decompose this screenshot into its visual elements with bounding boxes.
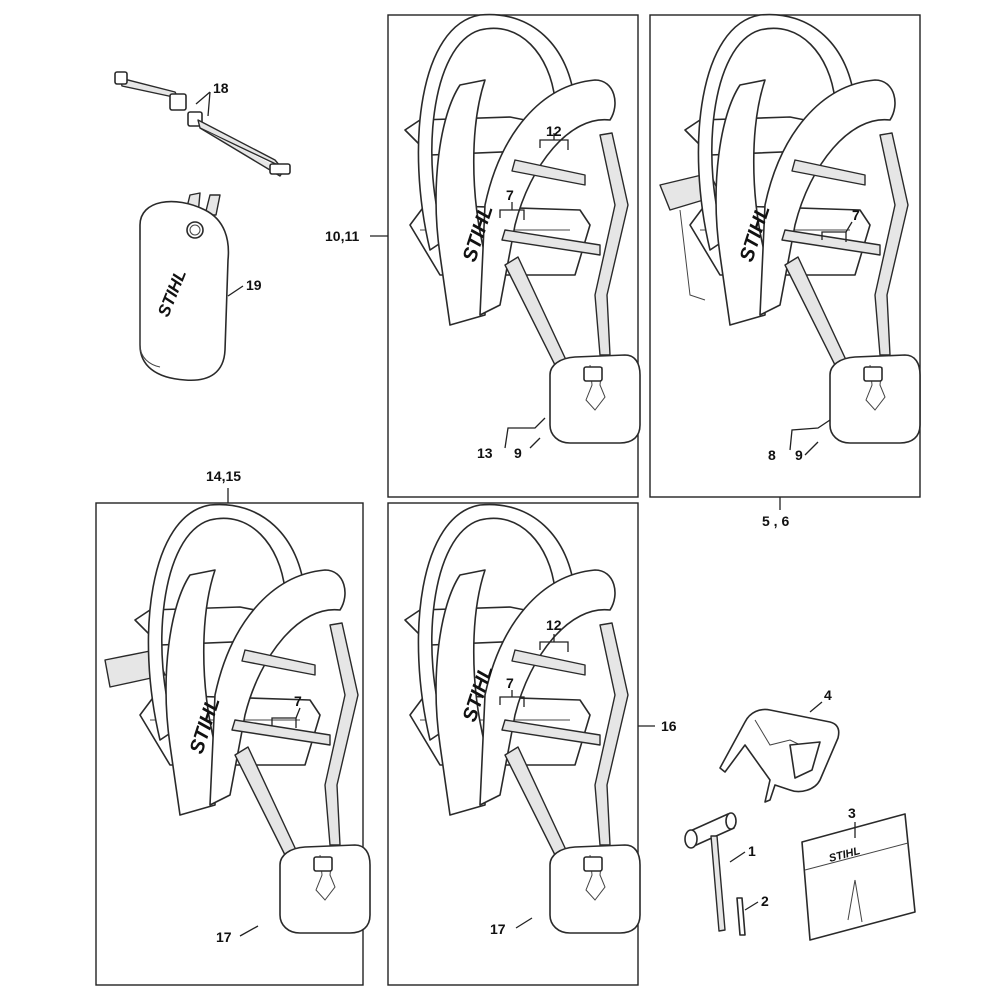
pouch-19: STIHL — [139, 192, 230, 382]
panel-harness-14-15 — [95, 502, 364, 986]
label-3: 3 — [848, 805, 856, 821]
harness-16: STIHL — [404, 503, 641, 934]
safety-glasses-4 — [719, 708, 840, 803]
label-14-15: 14,15 — [206, 468, 241, 484]
label-18: 18 — [213, 80, 229, 96]
label-19: 19 — [246, 277, 262, 293]
label-7c: 7 — [294, 693, 302, 709]
pin-2 — [736, 897, 746, 936]
panel-harness-10-11 — [387, 14, 639, 498]
label-10-11: 10,11 — [325, 228, 359, 244]
label-17b: 17 — [490, 921, 506, 937]
strap-18 — [114, 71, 291, 177]
label-12b: 12 — [546, 617, 562, 633]
label-8: 8 — [768, 447, 776, 463]
label-2: 2 — [761, 893, 769, 909]
label-13: 13 — [477, 445, 493, 461]
label-17a: 17 — [216, 929, 232, 945]
label-7d: 7 — [506, 675, 514, 691]
wrench-1 — [684, 812, 737, 932]
label-7b: 7 — [852, 207, 860, 223]
panel-harness-16 — [387, 502, 639, 986]
label-16: 16 — [661, 718, 677, 734]
harness-5-6: STIHL — [659, 13, 921, 444]
tool-pouch-3: STIHL — [801, 813, 916, 941]
harness-10-11: STIHL — [404, 13, 641, 444]
label-9a: 9 — [514, 445, 522, 461]
label-7a: 7 — [506, 187, 514, 203]
label-9b: 9 — [795, 447, 803, 463]
label-5-6: 5 , 6 — [762, 513, 789, 529]
label-4: 4 — [824, 687, 832, 703]
label-1: 1 — [748, 843, 756, 859]
label-12a: 12 — [546, 123, 562, 139]
harness-14-15: STIHL — [104, 503, 371, 934]
